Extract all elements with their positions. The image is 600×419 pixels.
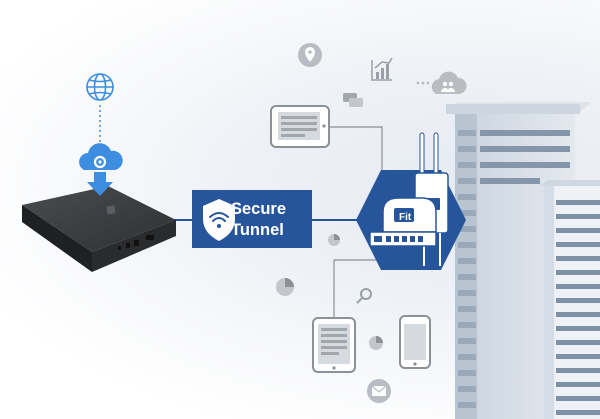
tunnel-label-line1: Secure	[231, 200, 287, 218]
globe-icon	[86, 73, 114, 101]
cloud-settings-icon	[79, 143, 123, 170]
mail-icon	[367, 379, 391, 403]
location-icon	[298, 43, 322, 67]
phone-icon	[399, 315, 431, 369]
bar-chart-icon	[371, 57, 393, 81]
tablet-icon	[312, 317, 356, 373]
secure-tunnel-label: Secure Tunnel	[231, 199, 301, 241]
hexagon-router	[356, 132, 466, 270]
magnifier-icon	[356, 288, 372, 304]
pie-chart-icon	[369, 336, 383, 350]
office-building	[446, 102, 600, 419]
download-arrow-icon	[87, 172, 113, 196]
tunnel-label-line2: Tunnel	[231, 221, 284, 239]
secure-tunnel-box	[192, 190, 312, 248]
pie-chart-icon	[276, 278, 294, 296]
router-brand-label: Fit	[399, 212, 412, 223]
vpn-box	[22, 186, 176, 272]
pie-chart-icon	[328, 234, 340, 246]
chat-icon	[343, 93, 363, 107]
tablet-icon	[270, 105, 330, 148]
shield-wifi-icon	[203, 199, 235, 241]
cloud-users-icon	[416, 71, 467, 94]
